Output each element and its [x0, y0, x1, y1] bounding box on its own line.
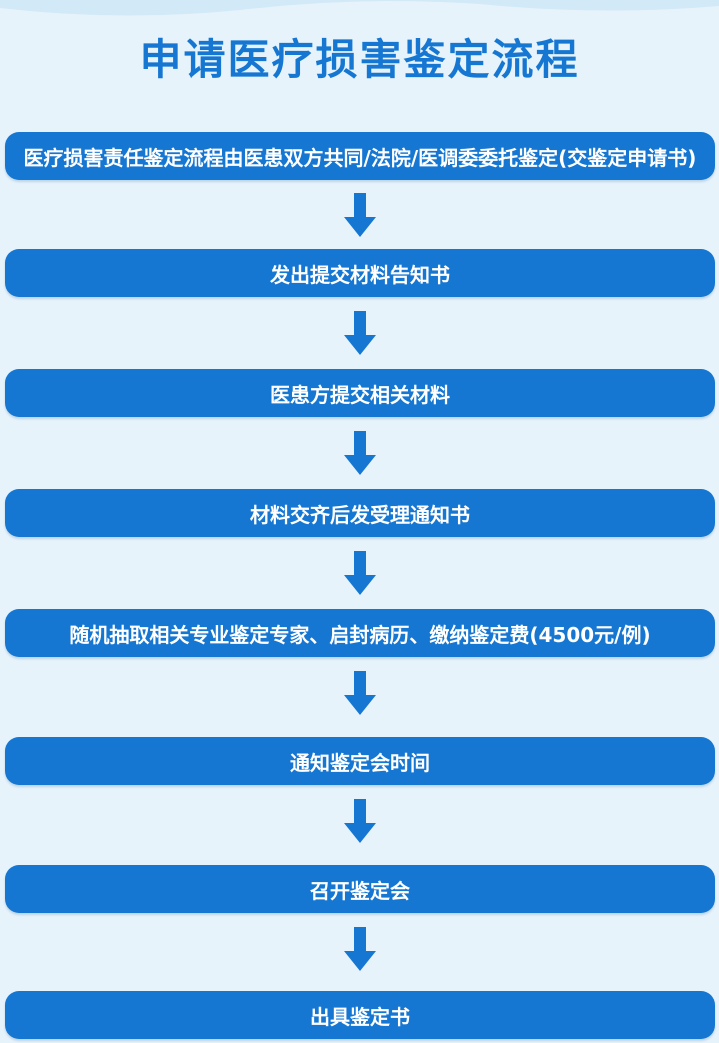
step-5-select-experts-pay-fee: 随机抽取相关专业鉴定专家、启封病历、缴纳鉴定费(4500元/例)	[5, 609, 715, 657]
step-1-commission-appraisal: 医疗损害责任鉴定流程由医患双方共同/法院/医调委委托鉴定(交鉴定申请书)	[5, 132, 715, 180]
down-arrow-icon	[344, 311, 376, 355]
down-arrow-icon	[344, 671, 376, 715]
step-2-issue-material-notice: 发出提交材料告知书	[5, 249, 715, 297]
page-title: 申请医疗损害鉴定流程	[139, 35, 580, 84]
step-6-notify-meeting-time: 通知鉴定会时间	[5, 737, 715, 785]
header-wave-decoration	[0, 0, 719, 30]
down-arrow-icon	[344, 927, 376, 971]
step-8-issue-appraisal-report: 出具鉴定书	[5, 991, 715, 1039]
down-arrow-icon	[344, 431, 376, 475]
down-arrow-icon	[344, 799, 376, 843]
step-4-acceptance-notice: 材料交齐后发受理通知书	[5, 489, 715, 537]
down-arrow-icon	[344, 193, 376, 237]
step-3-submit-materials: 医患方提交相关材料	[5, 369, 715, 417]
step-7-hold-appraisal-meeting: 召开鉴定会	[5, 865, 715, 913]
down-arrow-icon	[344, 551, 376, 595]
